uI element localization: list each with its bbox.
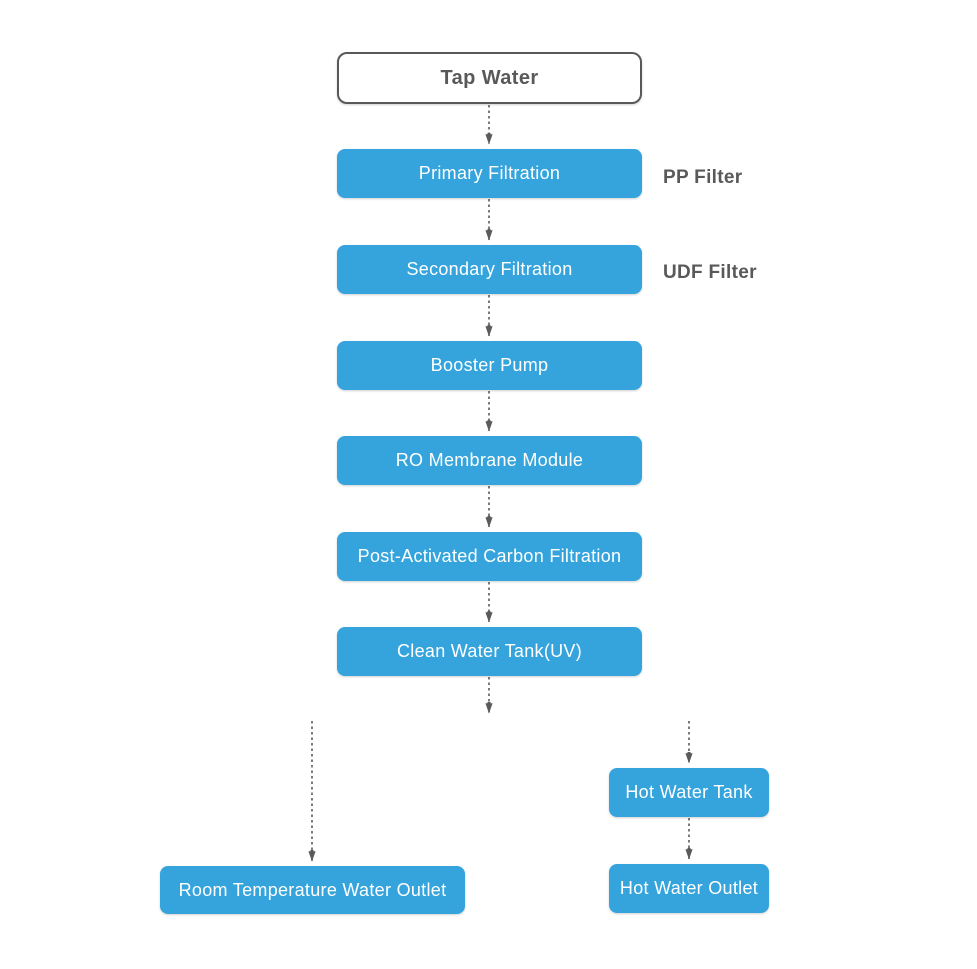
node-post-activated-carbon-filtration: Post-Activated Carbon Filtration [337,532,642,581]
node-primary-filtration: Primary Filtration [337,149,642,198]
node-room-temperature-water-outlet: Room Temperature Water Outlet [160,866,465,914]
annotation-pp-filter: PP Filter [663,167,743,188]
node-tap-water: Tap Water [337,52,642,104]
node-secondary-filtration: Secondary Filtration [337,245,642,294]
node-booster-pump: Booster Pump [337,341,642,390]
annotation-udf-filter: UDF Filter [663,262,757,283]
node-hot-water-tank: Hot Water Tank [609,768,769,817]
node-ro-membrane-module: RO Membrane Module [337,436,642,485]
node-clean-water-tank-uv: Clean Water Tank(UV) [337,627,642,676]
node-hot-water-outlet: Hot Water Outlet [609,864,769,913]
